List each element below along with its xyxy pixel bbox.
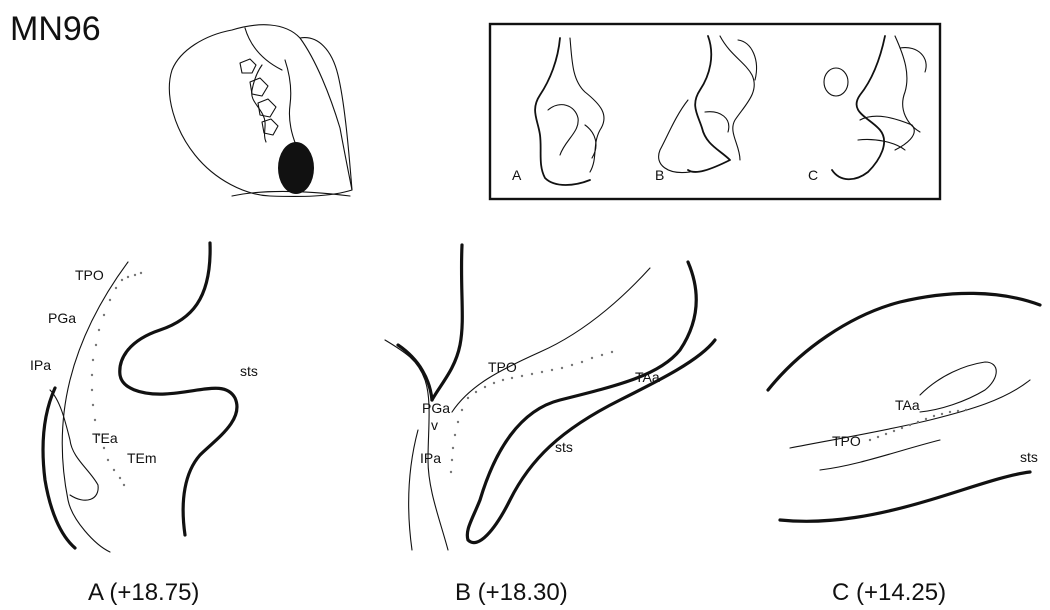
label-b-sts: sts bbox=[555, 439, 573, 455]
label-b-pga: PGa bbox=[422, 400, 450, 416]
section-c: TAa TPO sts C (+14.25) bbox=[768, 293, 1040, 606]
caption-b: B (+18.30) bbox=[455, 579, 568, 606]
inset-label-b: B bbox=[655, 167, 664, 183]
label-a-ipa: IPa bbox=[30, 357, 51, 373]
caption-a: A (+18.75) bbox=[88, 579, 199, 606]
inset-section-b: B bbox=[655, 36, 756, 183]
inset-section-a: A bbox=[512, 38, 604, 185]
label-b-taa: TAa bbox=[635, 369, 660, 385]
label-b-arrow: v bbox=[431, 417, 438, 433]
label-b-tpo: TPO bbox=[488, 359, 517, 375]
inset-label-c: C bbox=[808, 167, 818, 183]
label-a-pga: PGa bbox=[48, 310, 76, 326]
label-c-tpo: TPO bbox=[832, 433, 861, 449]
label-a-tpo: TPO bbox=[75, 267, 104, 283]
coronal-inset: A B C bbox=[490, 24, 940, 199]
inset-section-c: C bbox=[808, 36, 926, 183]
lesion-site bbox=[278, 142, 314, 194]
label-c-taa: TAa bbox=[895, 397, 920, 413]
label-a-tea: TEa bbox=[92, 430, 118, 446]
inset-label-a: A bbox=[512, 167, 522, 183]
label-b-ipa: IPa bbox=[420, 450, 441, 466]
figure-title: MN96 bbox=[10, 10, 101, 48]
brain-lateral-view bbox=[169, 25, 352, 197]
section-b: TPO TAa PGa v IPa sts B (+18.30) bbox=[385, 245, 715, 606]
label-a-sts: sts bbox=[240, 363, 258, 379]
label-a-tem: TEm bbox=[127, 450, 157, 466]
label-c-sts: sts bbox=[1020, 449, 1038, 465]
caption-c: C (+14.25) bbox=[832, 579, 946, 606]
section-a: TPO PGa IPa sts TEa TEm A (+18.75) bbox=[30, 243, 258, 606]
